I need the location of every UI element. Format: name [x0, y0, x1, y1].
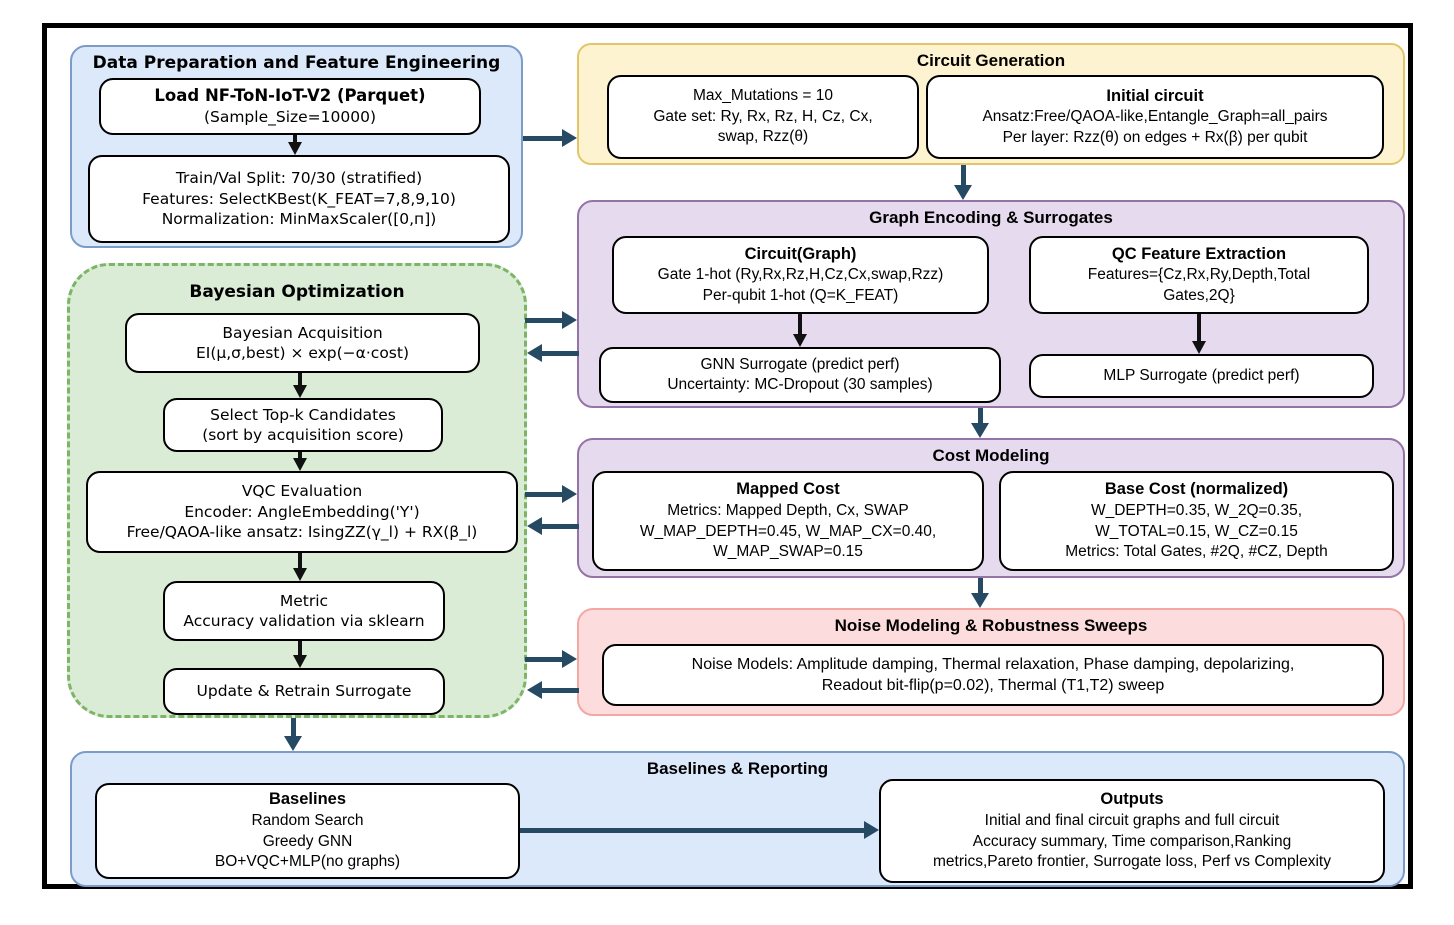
arrow-baselines-to-outputs: [520, 818, 879, 842]
arrow-costmodel-to-noise: [968, 578, 992, 608]
node-metric: Metric Accuracy validation via sklearn: [163, 581, 445, 641]
node-mutations-gate-set: Max_Mutations = 10 Gate set: Ry, Rx, Rz,…: [607, 75, 919, 159]
group-cost-modeling: Cost Modeling Mapped Cost Metrics: Mappe…: [577, 438, 1405, 578]
arrow-circuitgraph-to-gnn: [790, 314, 810, 347]
arrow-dataprep-to-circuitgen: [523, 126, 577, 150]
outer-frame: Data Preparation and Feature Engineering…: [42, 23, 1413, 889]
group-data-prep: Data Preparation and Feature Engineering…: [70, 45, 523, 248]
group-circuit-generation: Circuit Generation Max_Mutations = 10 Ga…: [577, 43, 1405, 165]
node-bayesian-acquisition: Bayesian Acquisition EI(μ,σ,best) × exp(…: [125, 313, 480, 373]
node-mlp-surrogate: MLP Surrogate (predict perf): [1029, 354, 1374, 398]
arrow-metric-to-update: [290, 641, 310, 668]
node-baselines: Baselines Random Search Greedy GNN BO+VQ…: [95, 783, 520, 879]
node-select-topk: Select Top-k Candidates (sort by acquisi…: [163, 398, 443, 452]
arrow-noise-to-bayes: [527, 678, 579, 702]
node-vqc-evaluation: VQC Evaluation Encoder: AngleEmbedding('…: [86, 471, 518, 553]
arrow-select-to-vqc: [290, 452, 310, 471]
group-bayesian-optimization: Bayesian Optimization Bayesian Acquisiti…: [67, 263, 527, 718]
arrow-load-to-split: [285, 135, 305, 155]
arrow-vqc-to-metric: [290, 553, 310, 581]
arrow-bayes-to-baselines: [281, 718, 305, 751]
node-initial-circuit: Initial circuit Ansatz:Free/QAOA-like,En…: [926, 75, 1384, 159]
arrow-bayes-to-costmodel: [525, 482, 577, 506]
arrow-qcfeat-to-mlp: [1189, 314, 1209, 354]
node-outputs: Outputs Initial and final circuit graphs…: [879, 779, 1385, 883]
group-graph-encoding-title: Graph Encoding & Surrogates: [869, 208, 1113, 227]
node-base-cost: Base Cost (normalized) W_DEPTH=0.35, W_2…: [999, 471, 1394, 571]
arrow-bayes-to-graphenc: [525, 308, 577, 332]
node-train-val-split: Train/Val Split: 70/30 (stratified) Feat…: [88, 155, 510, 243]
arrow-graphenc-to-bayes: [527, 341, 579, 365]
group-data-prep-title: Data Preparation and Feature Engineering: [92, 53, 501, 73]
node-noise-models: Noise Models: Amplitude damping, Thermal…: [602, 644, 1384, 706]
arrow-circuitgen-to-graphenc: [951, 165, 975, 200]
node-load-dataset: Load NF-ToN-IoT-V2 (Parquet) (Sample_Siz…: [99, 78, 481, 135]
node-gnn-surrogate: GNN Surrogate (predict perf) Uncertainty…: [599, 347, 1001, 403]
group-cost-modeling-title: Cost Modeling: [932, 446, 1050, 465]
group-baselines-reporting: Baselines & Reporting Baselines Random S…: [70, 751, 1405, 887]
arrow-costmodel-to-bayes: [527, 514, 579, 538]
group-circuit-generation-title: Circuit Generation: [916, 51, 1066, 70]
group-noise-modeling: Noise Modeling & Robustness Sweeps Noise…: [577, 608, 1405, 716]
arrow-acquisition-to-select: [290, 373, 310, 398]
group-baselines-reporting-title: Baselines & Reporting: [646, 759, 829, 778]
group-bayesian-optimization-title: Bayesian Optimization: [189, 282, 405, 302]
group-noise-modeling-title: Noise Modeling & Robustness Sweeps: [834, 616, 1148, 635]
node-mapped-cost: Mapped Cost Metrics: Mapped Depth, Cx, S…: [592, 471, 984, 571]
arrow-graphenc-to-costmodel: [968, 408, 992, 438]
node-qc-feature-extraction: QC Feature Extraction Features={Cz,Rx,Ry…: [1029, 236, 1369, 314]
group-graph-encoding: Graph Encoding & Surrogates Circuit(Grap…: [577, 200, 1405, 408]
node-circuit-graph: Circuit(Graph) Gate 1-hot (Ry,Rx,Rz,H,Cz…: [612, 236, 989, 314]
node-update-retrain: Update & Retrain Surrogate: [163, 668, 445, 715]
arrow-bayes-to-noise: [525, 647, 577, 671]
